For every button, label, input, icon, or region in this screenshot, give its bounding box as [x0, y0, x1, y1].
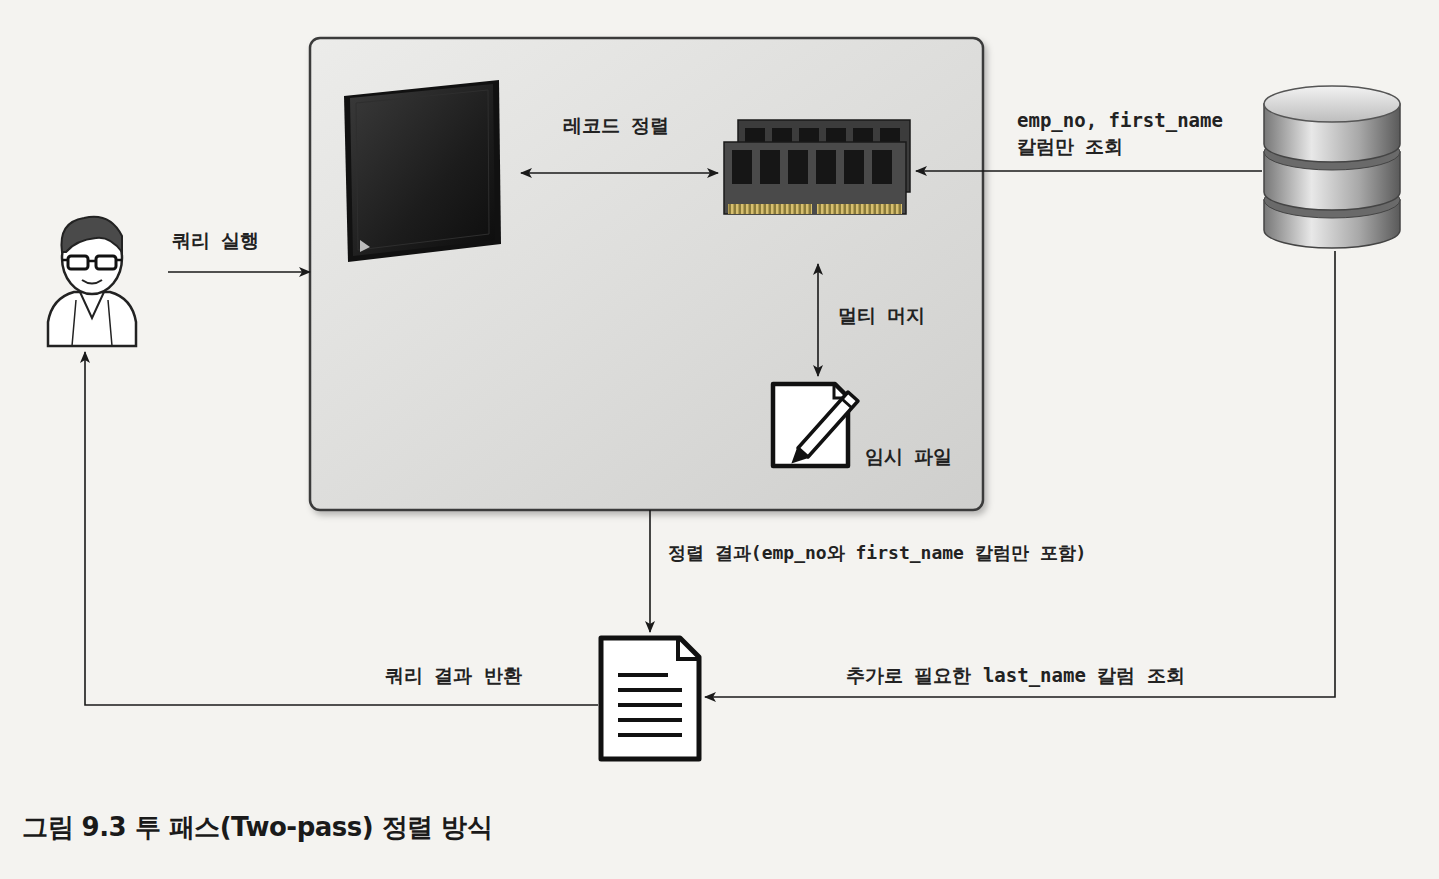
temp-file-node: 임시 파일 — [768, 378, 968, 474]
cpu-icon — [344, 80, 501, 262]
flow-arrow — [168, 271, 310, 273]
server-panel — [310, 38, 983, 510]
database-node — [1262, 86, 1402, 251]
result-document — [598, 634, 702, 762]
edge-label: 추가로 필요한 last_name 칼럼 조회 — [846, 663, 1185, 689]
figure-caption: 그림 9.3 투 패스(Two-pass) 정렬 방식 — [22, 810, 492, 845]
flow-arrow — [521, 172, 718, 174]
flow-arrow — [85, 352, 598, 705]
ram-icon — [724, 120, 910, 214]
database-icon — [1264, 86, 1400, 248]
edge-label: emp_no, first_name 칼럼만 조회 — [1017, 108, 1239, 159]
edge-label: 멀티 머지 — [838, 303, 925, 329]
result-document-icon — [601, 638, 699, 759]
edge-label: 쿼리 실행 — [172, 228, 259, 254]
memory-node — [722, 118, 910, 216]
server-box: 임시 파일 — [310, 38, 983, 510]
flow-arrow — [649, 510, 651, 632]
cpu-node — [343, 80, 501, 262]
edge-label: 레코드 정렬 — [563, 113, 669, 139]
user-actor — [48, 215, 138, 350]
flow-arrow — [817, 264, 819, 376]
edge-label: 정렬 결과(emp_no와 first_name 칼럼만 포함) — [668, 541, 1086, 565]
edge-label: 쿼리 결과 반환 — [385, 663, 522, 689]
temp-file-icon — [773, 384, 858, 466]
flow-arrow — [705, 251, 1335, 697]
flow-arrow — [916, 170, 1262, 172]
node-label: 임시 파일 — [865, 444, 952, 470]
user-icon — [48, 217, 136, 346]
